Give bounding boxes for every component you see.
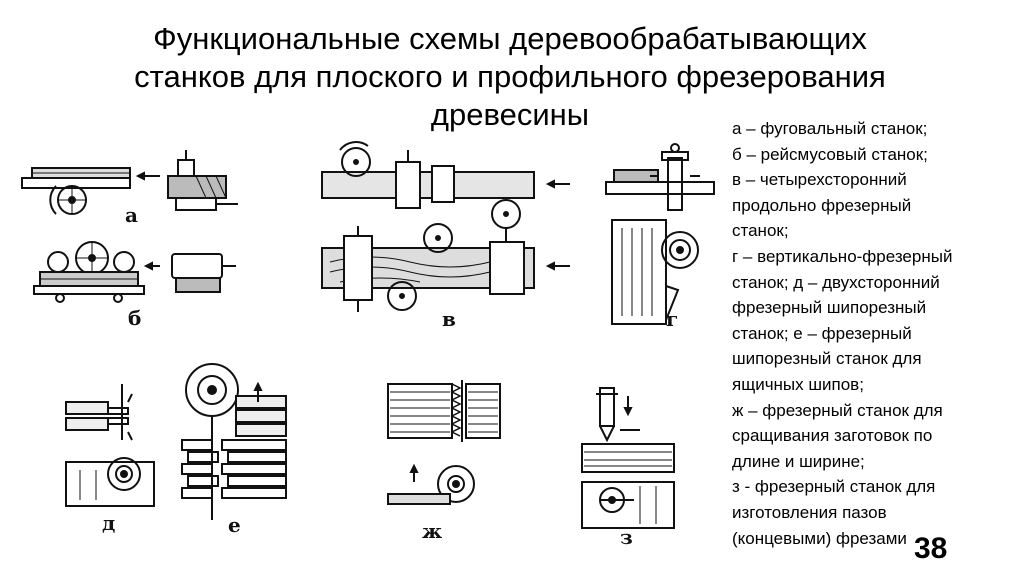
legend-line: длине и ширине; (732, 451, 865, 471)
label-d: д (102, 511, 115, 535)
legend-line: изготовления пазов (732, 502, 887, 522)
title-line-3: древесины (430, 97, 590, 132)
label-z: з (620, 525, 633, 549)
label-b: б (128, 306, 141, 330)
scheme-b: б (33, 241, 236, 330)
scheme-d: д (65, 384, 155, 535)
legend-line: станок; д – двухсторонний (732, 272, 940, 292)
scheme-a: а (21, 150, 238, 227)
label-zh: ж (422, 519, 442, 543)
slide-title: Функциональные схемы деревообрабатывающи… (40, 20, 980, 134)
legend-line: ж – фрезерный станок для (732, 400, 943, 420)
legend-line: а – фуговальный станок; (732, 119, 928, 138)
legend-line: б – рейсмусовый станок; (732, 144, 928, 164)
legend-line: станок; е – фрезерный (732, 323, 912, 343)
legend-line: сращивания заготовок по (732, 426, 933, 446)
scheme-v: в (321, 141, 570, 331)
machine-schemes-figure: а б (21, 141, 715, 549)
legend-line: станок; (732, 221, 789, 241)
label-v: в (442, 307, 456, 331)
legend-line: ящичных шипов; (732, 374, 864, 394)
page-number: 38 (914, 532, 948, 565)
scheme-zh: ж (387, 380, 501, 543)
legend-line: з - фрезерный станок для (732, 477, 936, 497)
legend-line: фрезерный шипорезный (732, 298, 927, 318)
legend-line: г – вертикально-фрезерный (732, 246, 953, 266)
scheme-g: г (605, 143, 715, 331)
label-a: а (125, 203, 138, 227)
title-line-2: станков для плоского и профильного фрезе… (134, 59, 886, 94)
legend-line: продольно фрезерный (732, 195, 912, 215)
legend-line: шипорезный станок для (732, 349, 922, 369)
title-line-1: Функциональные схемы деревообрабатывающи… (153, 21, 867, 56)
scheme-e: е (181, 363, 287, 537)
legend-text: а – фуговальный станок; б – рейсмусовый … (732, 116, 1012, 551)
scheme-z: з (581, 387, 675, 549)
label-g: г (666, 307, 678, 331)
legend-line: в – четырехсторонний (732, 170, 907, 190)
label-e: е (228, 513, 241, 537)
legend-line: (концевыми) фрезами (732, 528, 907, 548)
